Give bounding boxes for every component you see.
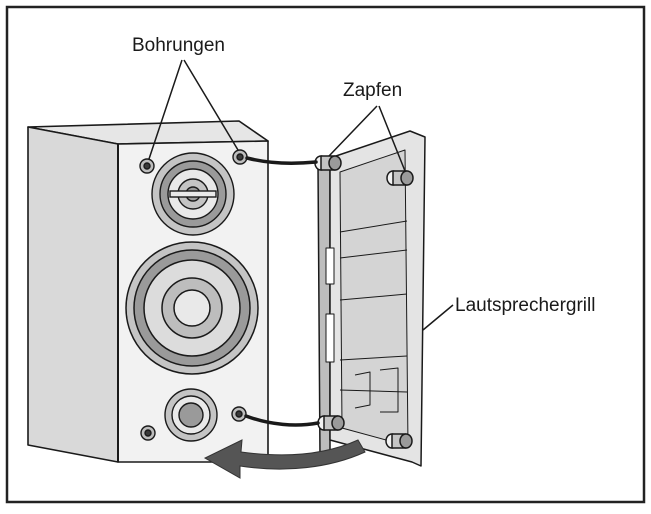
- bass-port: [164, 388, 218, 442]
- woofer: [125, 241, 259, 375]
- cabinet-holes: [139, 149, 248, 441]
- label-holes-group: Bohrungen: [132, 35, 239, 160]
- attach-direction-arrow: [203, 439, 366, 479]
- arrow-shape: [203, 439, 366, 479]
- label-pins-group: Zapfen: [328, 80, 406, 172]
- label-grille: Lautsprechergrill: [455, 295, 595, 316]
- tweeter: [151, 152, 235, 236]
- label-holes: Bohrungen: [132, 35, 225, 56]
- grille-structure: [325, 220, 408, 413]
- alignment-line-top: [245, 156, 318, 165]
- hole-bottom-left: [140, 425, 156, 441]
- leader-pins-right: [378, 105, 406, 172]
- hole-top-left: [139, 158, 155, 174]
- hole-bottom-right: [231, 406, 247, 422]
- pin-bottom-right: [385, 433, 413, 449]
- pin-top-right: [386, 170, 414, 186]
- speaker-grille: [314, 130, 426, 467]
- alignment-line-bottom: [244, 414, 320, 427]
- leader-holes-right: [183, 59, 239, 151]
- leader-pins-left: [328, 105, 378, 157]
- hole-top-right: [232, 149, 248, 165]
- cabinet-side: [27, 126, 119, 463]
- label-grille-group: Lautsprechergrill: [422, 295, 595, 331]
- leader-holes-left: [148, 59, 183, 160]
- label-pins: Zapfen: [343, 80, 402, 101]
- pin-bottom-left: [317, 415, 345, 431]
- pin-top-left: [314, 155, 342, 171]
- alignment-lines: [244, 156, 320, 427]
- leader-grille: [422, 304, 454, 331]
